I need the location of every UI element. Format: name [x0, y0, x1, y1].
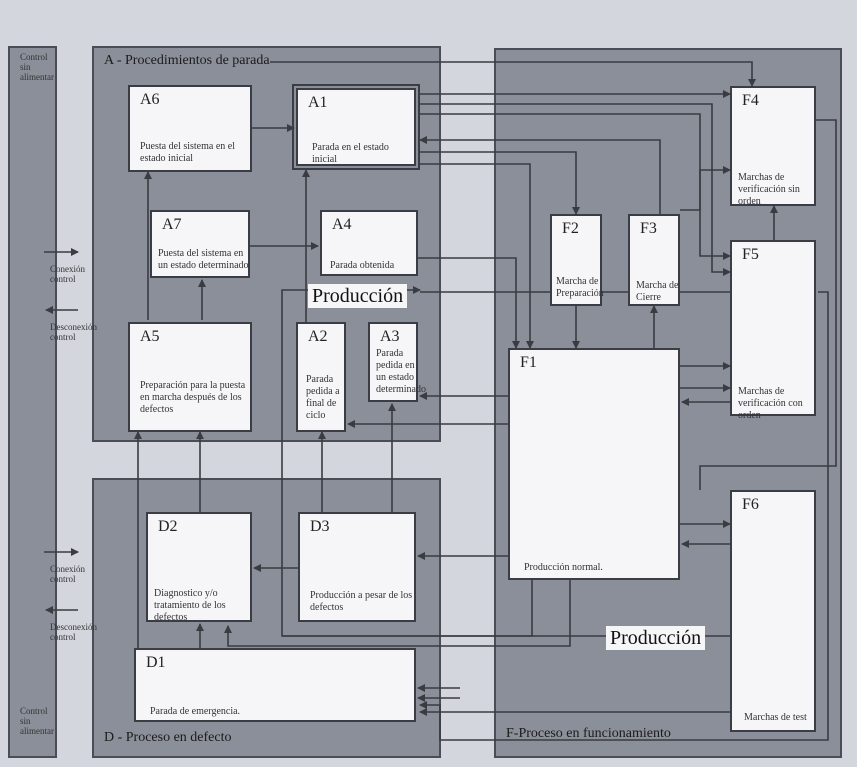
box-a7[interactable]: A7 Puesta del sistema en un estado deter…	[150, 210, 250, 278]
box-d3-text: Producción a pesar de los defectos	[310, 590, 413, 613]
panel-a-title: A - Procedimientos de parada	[104, 53, 270, 68]
box-f5-id: F5	[742, 246, 759, 263]
box-d3-id: D3	[310, 518, 330, 535]
box-f4-text: Marchas de verificación sin orden	[738, 172, 800, 207]
box-d1-text: Parada de emergencia.	[150, 706, 241, 717]
box-a6-text: Puesta del sistema en el estado inicial	[140, 141, 235, 164]
conexion-control-1: Conexión control	[50, 264, 85, 284]
conexion-control-2: Conexión control	[50, 564, 85, 584]
box-a2[interactable]: A2 Parada pedida a final de ciclo	[296, 322, 346, 432]
panel-f-title: F-Proceso en funcionamiento	[506, 726, 671, 741]
control-sin-alimentar-bottom: Control sin alimentar	[20, 706, 54, 736]
box-f6-id: F6	[742, 496, 759, 513]
desconexion-control-1: Desconexión control	[50, 322, 97, 342]
box-a4-id: A4	[332, 216, 352, 233]
box-f3[interactable]: F3 Marcha de Cierre	[628, 214, 680, 306]
box-a4-text: Parada obtenida	[330, 260, 395, 271]
panel-d-title: D - Proceso en defecto	[104, 730, 232, 745]
box-f6[interactable]: F6 Marchas de test	[730, 490, 816, 732]
box-f5[interactable]: F5 Marchas de verificación con orden	[730, 240, 816, 421]
box-a2-id: A2	[308, 328, 328, 345]
box-d1-id: D1	[146, 654, 166, 671]
box-f3-text: Marcha de Cierre	[636, 280, 679, 303]
box-f1-text: Producción normal.	[524, 562, 603, 573]
box-a7-text: Puesta del sistema en un estado determin…	[158, 248, 249, 271]
box-a2-text: Parada pedida a final de ciclo	[306, 374, 340, 421]
produccion-label-upper: Producción	[308, 284, 408, 308]
control-sin-alimentar-top: Control sin alimentar	[20, 52, 54, 82]
box-a3-id: A3	[380, 328, 400, 345]
box-d2-text: Diagnostico y/o tratamiento de los defec…	[154, 588, 226, 623]
produccion-label-lower: Producción	[606, 626, 706, 650]
box-a3-text: Parada pedida en un estado determinado	[376, 348, 426, 395]
box-f6-text: Marchas de test	[744, 712, 807, 723]
box-a1-id: A1	[308, 94, 328, 111]
box-a1[interactable]: A1 Parada en el estado inicial	[292, 84, 420, 170]
box-d2-id: D2	[158, 518, 178, 535]
box-f1-id: F1	[520, 354, 537, 371]
box-d2[interactable]: D2 Diagnostico y/o tratamiento de los de…	[146, 512, 252, 623]
box-a6[interactable]: A6 Puesta del sistema en el estado inici…	[128, 85, 252, 172]
box-f5-text: Marchas de verificación con orden	[738, 386, 803, 421]
box-a4[interactable]: A4 Parada obtenida	[320, 210, 418, 276]
box-f4[interactable]: F4 Marchas de verificación sin orden	[730, 86, 816, 207]
box-d3[interactable]: D3 Producción a pesar de los defectos	[298, 512, 416, 622]
control-strip	[8, 46, 57, 758]
box-a3[interactable]: A3 Parada pedida en un estado determinad…	[368, 322, 426, 402]
box-f4-id: F4	[742, 92, 759, 109]
desconexion-control-2: Desconexión control	[50, 622, 97, 642]
box-a5[interactable]: A5 Preparación para la puesta en marcha …	[128, 322, 252, 432]
box-f1[interactable]: F1 Producción normal.	[508, 348, 680, 580]
box-f3-id: F3	[640, 220, 657, 237]
box-a1-text: Parada en el estado inicial	[312, 142, 389, 165]
box-d1[interactable]: D1 Parada de emergencia.	[134, 648, 416, 722]
box-a6-id: A6	[140, 91, 160, 108]
box-f2[interactable]: F2 Marcha de Preparación	[550, 214, 604, 306]
box-a5-text: Preparación para la puesta en marcha des…	[140, 380, 246, 415]
box-f2-text: Marcha de Preparación	[556, 276, 604, 299]
box-a7-id: A7	[162, 216, 182, 233]
box-f2-id: F2	[562, 220, 579, 237]
box-a5-id: A5	[140, 328, 160, 345]
